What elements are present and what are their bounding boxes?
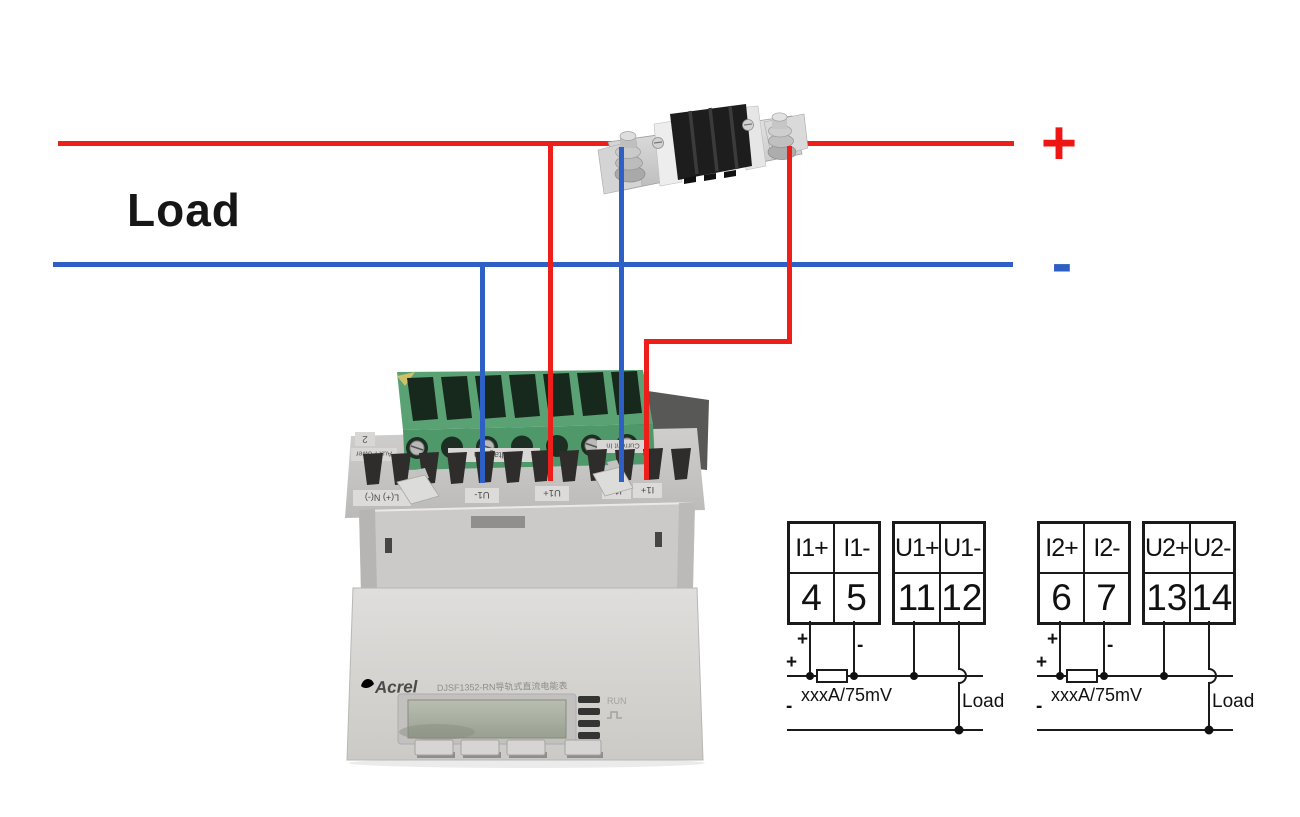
bus-plus-sign: +: [1040, 108, 1078, 178]
rail-plus-mark: +: [786, 652, 798, 673]
terminal-label: U2-: [1189, 523, 1234, 573]
wire-i1-plus: [644, 341, 649, 480]
acrel-leaf-icon: [361, 678, 374, 689]
shunt-plus-mark: +: [797, 629, 809, 650]
shunt-circuit-schematic-1: [787, 621, 983, 735]
rail-minus-mark: -: [786, 696, 793, 717]
aux-no-label: 2: [362, 433, 368, 444]
wire-i1-minus: [619, 147, 624, 482]
led-indicator-slots: [578, 696, 600, 739]
shunt-resistor-photo: [597, 104, 808, 195]
terminal-group-2: I2+ I2- 6 7 U2+ U2- 13 14 + - + - xxxA/7…: [1036, 521, 1287, 756]
brand-logo: Acrel: [374, 677, 419, 697]
terminal-number: 5: [834, 573, 879, 623]
terminal-label: I1-: [834, 523, 879, 573]
terminal-number: 14: [1189, 573, 1234, 623]
shunt-resistor-block: [653, 104, 767, 187]
terminal-label: U1-: [939, 523, 984, 573]
terminal-label: U2+: [1144, 523, 1190, 573]
terminal-number: 6: [1039, 573, 1084, 623]
pulse-icon: [607, 711, 622, 719]
shunt-minus-mark: -: [857, 635, 864, 656]
energy-meter-photo: 2 Aux Power Voltage In Current In L(+) N…: [345, 370, 709, 768]
i1-plus-label: I1+: [640, 484, 654, 495]
terminal-label: U1+: [894, 523, 940, 573]
u1-plus-label: U1+: [543, 487, 561, 498]
terminal-table-i2: I2+ I2- 6 7: [1037, 521, 1131, 625]
meter-front-face: Acrel DJSF1352-RN导轨式直流电能表 RUN: [346, 587, 704, 761]
rail-plus-mark: +: [1036, 652, 1048, 673]
power-terminal-label: L(+) N(-): [365, 493, 399, 503]
terminal-table-u2: U2+ U2- 13 14: [1142, 521, 1236, 625]
terminal-number: 12: [939, 573, 984, 623]
shunt-symbol: [1066, 669, 1098, 683]
terminal-number: 11: [894, 573, 940, 623]
shunt-plus-mark: +: [1047, 629, 1059, 650]
shunt-symbol: [816, 669, 848, 683]
model-text: DJSF1352-RN导轨式直流电能表: [437, 680, 568, 693]
shunt-circuit-schematic-2: [1037, 621, 1233, 735]
terminal-table-i1: I1+ I1- 4 5: [787, 521, 881, 625]
terminal-number: 4: [789, 573, 834, 623]
meter-middle-band: [358, 502, 696, 592]
load-label: Load: [1212, 691, 1255, 712]
terminal-group-1: I1+ I1- 4 5 U1+ U1- 11 12 + - + - xxxA/7…: [786, 521, 1037, 756]
terminal-table-u1: U1+ U1- 11 12: [892, 521, 986, 625]
lcd-screen: [407, 699, 567, 739]
rail-minus-mark: -: [1036, 696, 1043, 717]
run-led-label: RUN: [607, 696, 627, 706]
terminal-label: I2-: [1084, 523, 1129, 573]
terminal-number: 7: [1084, 573, 1129, 623]
positive-bus-left: [58, 141, 624, 146]
load-label-main: Load: [127, 184, 241, 236]
shunt-screws: [652, 119, 754, 149]
bus-minus-sign: -: [1051, 228, 1073, 298]
negative-bus: [53, 262, 1013, 267]
terminal-number: 13: [1144, 573, 1190, 623]
u1-minus-label: U1-: [474, 489, 489, 500]
wire-shunt-down: [787, 146, 792, 343]
positive-bus-right: [778, 141, 1014, 146]
terminal-label: I2+: [1039, 523, 1084, 573]
load-label: Load: [962, 691, 1005, 712]
wire-u1-minus: [480, 264, 485, 483]
shunt-rating-label: xxxA/75mV: [801, 685, 893, 705]
shunt-minus-mark: -: [1107, 635, 1114, 656]
terminal-label: I1+: [789, 523, 834, 573]
din-clips: [396, 460, 634, 505]
wire-u1-plus: [548, 143, 553, 481]
meter-buttons[interactable]: [414, 739, 603, 758]
wire-shunt-horizontal: [644, 339, 792, 344]
shunt-rating-label: xxxA/75mV: [1051, 685, 1143, 705]
